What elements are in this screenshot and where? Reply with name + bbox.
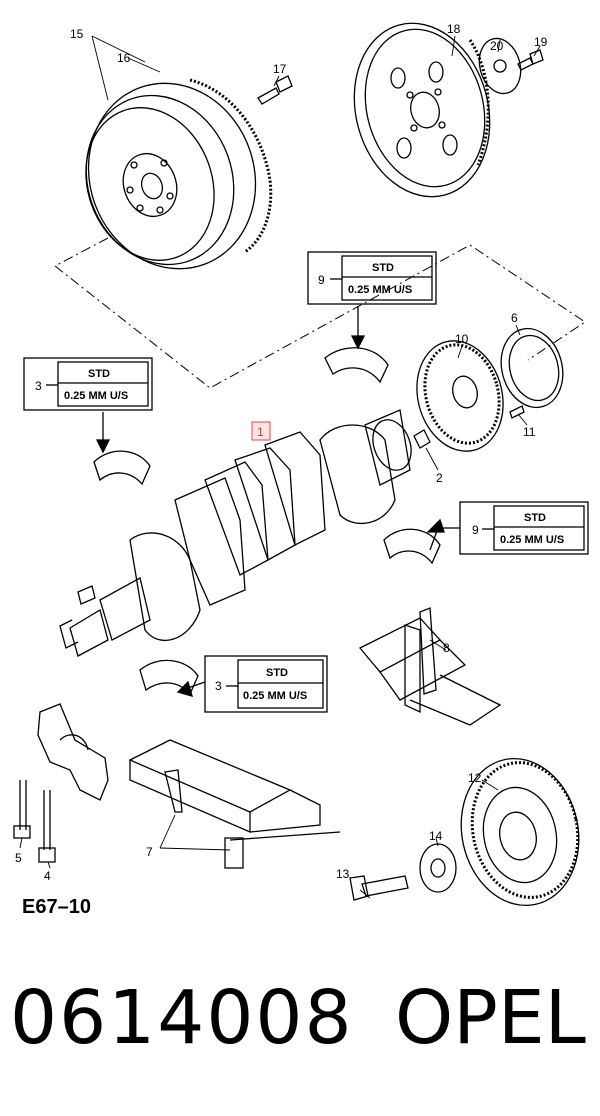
callout-18: 18 (447, 22, 461, 36)
table-bottom-us: 0.25 MM U/S (243, 690, 307, 702)
bearing-table-left (23, 357, 153, 411)
callout-9-top: 9 (318, 273, 325, 287)
brand-name: OPEL (395, 975, 586, 1061)
flexplate (353, 22, 491, 198)
callout-13: 13 (336, 867, 350, 881)
crank-seal (500, 327, 564, 409)
callout-9-right: 9 (472, 523, 479, 537)
sealant-cartridge (358, 607, 502, 726)
callout-15: 15 (70, 27, 84, 41)
callout-3-left: 3 (35, 379, 42, 393)
sealant-tube (128, 739, 341, 869)
crankshaft (59, 409, 412, 657)
callout-1: 1 (257, 425, 264, 439)
part-number: 0614008 (10, 975, 354, 1061)
table-top-std: STD (372, 262, 394, 274)
bearing-cap (37, 703, 109, 801)
bearing-shell-left (93, 450, 151, 486)
callout-6: 6 (511, 311, 518, 325)
bearing-table-top (307, 251, 437, 305)
assembly-lines (54, 237, 586, 389)
crank-pulley (460, 757, 580, 907)
figure-id-label: E67–10 (22, 896, 91, 918)
callout-10: 10 (455, 332, 469, 346)
bearing-shell-lower (139, 659, 199, 696)
pulley-washer (419, 843, 457, 893)
table-bottom-std: STD (266, 667, 288, 679)
woodruff-key (413, 429, 431, 449)
callout-7: 7 (146, 845, 153, 859)
crankshaft-highlight-box (251, 421, 271, 441)
callout-11: 11 (523, 425, 536, 439)
bearing-table-right (459, 501, 589, 555)
callout-4: 4 (44, 869, 51, 883)
bearing-shell-upper (324, 347, 389, 384)
callout-14: 14 (429, 829, 443, 843)
table-left-std: STD (88, 368, 110, 380)
flywheel (85, 78, 273, 270)
table-right-std: STD (524, 512, 546, 524)
flywheel-bolt (257, 75, 293, 105)
pulley-bolt (349, 875, 409, 901)
bearing-shell-right (383, 528, 441, 565)
arrows (95, 306, 460, 697)
leader-lines (19, 35, 541, 899)
gear-bolt (509, 405, 525, 419)
table-left-us: 0.25 MM U/S (64, 390, 128, 402)
callout-5: 5 (15, 851, 22, 865)
callout-20: 20 (490, 39, 504, 53)
table-right-us: 0.25 MM U/S (500, 534, 564, 546)
callout-12: 12 (468, 771, 482, 785)
callout-2: 2 (436, 471, 443, 485)
callout-3-bottom: 3 (215, 679, 222, 693)
flexplate-bolt (517, 49, 544, 71)
callout-16: 16 (117, 51, 131, 65)
bearing-table-bottom (204, 655, 328, 713)
table-top-us: 0.25 MM U/S (348, 284, 412, 296)
flexplate-spacer (478, 37, 522, 95)
callout-19: 19 (534, 35, 548, 49)
timing-gear (416, 340, 504, 452)
callout-8: 8 (443, 641, 450, 655)
cap-bolts (13, 780, 56, 863)
callout-labels: 15 16 17 18 20 19 10 6 11 2 1 8 12 14 13… (15, 22, 564, 883)
callout-17: 17 (273, 62, 287, 76)
